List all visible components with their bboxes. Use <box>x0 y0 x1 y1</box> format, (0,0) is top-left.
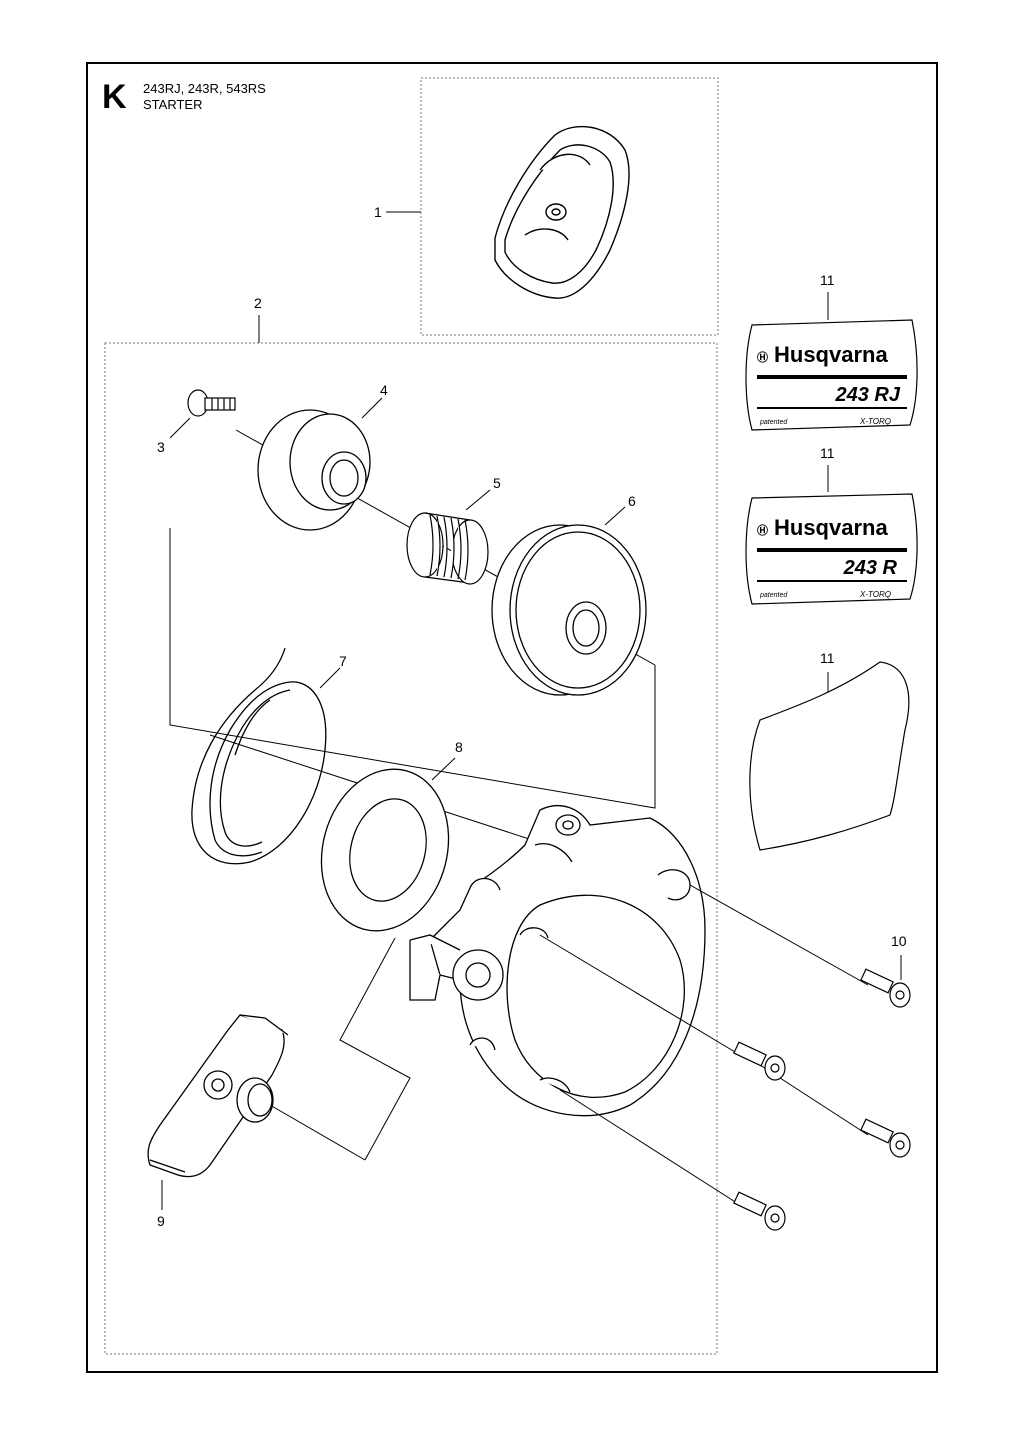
part-spring-5 <box>406 512 489 585</box>
callout-1: 1 <box>374 204 382 220</box>
decal-a-stripe-thin <box>757 407 907 409</box>
decal-b-stripe-thin <box>757 580 907 582</box>
decal-b-right-text: X-TORQ <box>859 590 891 599</box>
decal-a-stripe <box>757 375 907 379</box>
leader-5 <box>465 489 491 511</box>
leader-7 <box>319 667 341 689</box>
decal-blank <box>749 661 910 851</box>
callout-10: 10 <box>891 933 907 949</box>
section-letter: K <box>102 78 127 116</box>
leader-6 <box>604 506 626 526</box>
decal-a-left-text: patented <box>759 419 788 426</box>
callout-9: 9 <box>157 1213 165 1229</box>
decal-b-left-text: patented <box>759 592 788 599</box>
part-starter-housing <box>409 805 706 1117</box>
subassembly-bracket <box>169 528 656 809</box>
leader-screw-a <box>689 884 869 986</box>
callout-7: 7 <box>339 653 347 669</box>
part-recoil-spring-7 <box>191 647 327 865</box>
callout-3: 3 <box>157 439 165 455</box>
group-box-handle <box>420 77 719 336</box>
model-list: 243RJ, 243R, 543RS <box>143 81 266 96</box>
callout-5: 5 <box>493 475 501 491</box>
part-screw-10d <box>733 1191 786 1231</box>
part-washer-8 <box>320 768 450 932</box>
callout-4: 4 <box>380 382 388 398</box>
part-starter-handle-9 <box>147 1014 289 1178</box>
section-title: STARTER <box>143 97 203 112</box>
decal-a-right-text: X-TORQ <box>859 417 891 426</box>
decal-b-logo-icon: Ⓗ <box>757 523 768 537</box>
leader-8 <box>431 757 456 781</box>
decal-a-logo-icon: Ⓗ <box>757 350 768 364</box>
callout-11b: 11 <box>820 445 835 461</box>
decal-b-stripe <box>757 548 907 552</box>
callout-11a: 11 <box>820 272 835 288</box>
part-screw-10c <box>860 1118 911 1158</box>
diagram-frame <box>86 62 938 1373</box>
part-screw-10a <box>860 968 911 1008</box>
part-starter-handle-top <box>494 125 630 299</box>
leader-3 <box>169 417 191 439</box>
part-screw-3 <box>187 389 236 417</box>
handle-axis-line <box>269 1104 366 1161</box>
callout-8: 8 <box>455 739 463 755</box>
part-screw-10b <box>733 1041 786 1081</box>
decal-a-brand: Husqvarna <box>774 342 888 367</box>
leader-screw-b <box>539 934 741 1056</box>
decal-a-model: 243 RJ <box>835 384 901 406</box>
part-bushing-4 <box>257 409 371 531</box>
leader-screw-d <box>559 1089 741 1206</box>
handle-bracket <box>339 937 411 1161</box>
decal-b-model: 243 R <box>843 557 898 579</box>
leader-4 <box>361 397 383 419</box>
decal-b-brand: Husqvarna <box>774 515 888 540</box>
part-pulley-6 <box>491 524 647 696</box>
callout-2: 2 <box>254 295 262 311</box>
callout-11c: 11 <box>820 650 835 666</box>
callout-6: 6 <box>628 493 636 509</box>
group-box-starter-assembly <box>104 342 718 1355</box>
